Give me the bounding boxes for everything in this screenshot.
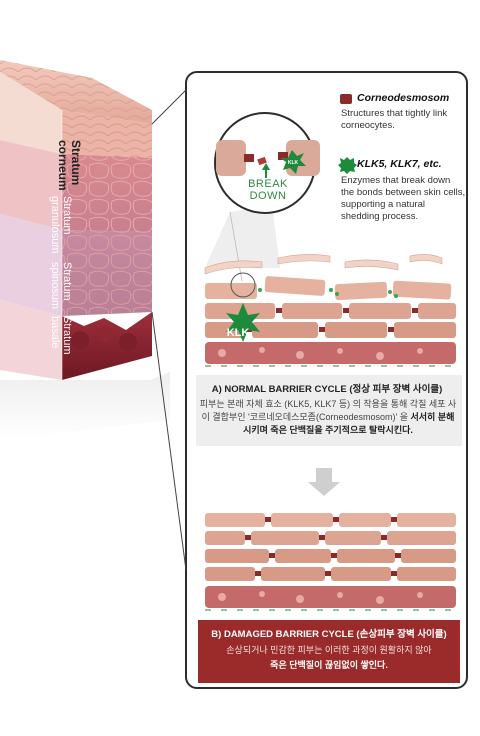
- granulosum-left-face: [0, 140, 62, 230]
- klk-star-label: KLK: [226, 327, 250, 339]
- normal-cycle-text-highlight: 서서히 분해시키며 죽은 단백질을 주기적으로 탈락시킨다.: [243, 412, 455, 435]
- corneum-left-face: [0, 72, 62, 154]
- klk-star: [226, 303, 260, 342]
- normal-cycle-caption: A) NORMAL BARRIER CYCLE (정상 피부 장벽 사이클): [211, 384, 443, 395]
- normal-cycle-text: 피부는 본래 자체 효소 (KLK5, KLK7 등) 의 작용을 통해 각질 …: [199, 398, 457, 437]
- normal-cycle-box: [196, 375, 462, 446]
- corneodesmosome-swatch: [340, 94, 352, 104]
- block-shadow: [0, 372, 170, 440]
- breakdown-label-line2: DOWN: [249, 190, 287, 202]
- klk-title: KLK5, KLK7, etc.: [357, 158, 442, 170]
- damaged-cycle-text-line2: 죽은 단백질이 끊임없이 쌓인다.: [270, 660, 388, 670]
- zoom-target-circle: [230, 272, 256, 298]
- damaged-barrier-diagram: [205, 513, 456, 611]
- damaged-cycle-caption: B) DAMAGED BARRIER CYCLE (손상피부 장벽 사이클): [211, 629, 447, 640]
- basale-left-face: [0, 300, 62, 380]
- klk-dots: [258, 288, 398, 298]
- normal-barrier-diagram: [204, 254, 456, 367]
- living-layer: [205, 342, 456, 364]
- zoom-klk-badge-text: KLK: [288, 160, 299, 166]
- damaged-cycle-text-line1: 손상되거나 민감한 피부는 이러한 과정이 원활하지 않아: [226, 645, 432, 655]
- zoom-cell-left: [216, 140, 246, 176]
- connector-line-top: [151, 89, 187, 125]
- normal-cycle-text-main: 피부는 본래 자체 효소 (KLK5, KLK7 등) 의 작용을 통해 각질 …: [199, 399, 457, 422]
- breakdown-label-line1: BREAK: [248, 178, 288, 190]
- damaged-cycle-box: [198, 620, 460, 683]
- shedding-flake: [204, 260, 263, 275]
- klk-description: Enzymes that break down the bonds betwee…: [341, 175, 466, 222]
- corneodesmosome-description: Structures that tightly link corneocytes…: [341, 108, 448, 131]
- transition-arrow: [308, 468, 340, 496]
- legend-klk-badge: [338, 157, 357, 174]
- basale-right-face: [62, 312, 152, 380]
- spinosum-left-face: [0, 214, 62, 316]
- corneocyte: [205, 283, 257, 299]
- skin-cross-section: [0, 60, 170, 440]
- corneodesmosome-title: Corneodesmosom: [357, 92, 450, 104]
- zoom-klk-badge: [280, 150, 306, 174]
- zoom-desmosome-fragment: [244, 154, 254, 162]
- zoom-funnel: [205, 205, 280, 268]
- connector-line-bottom: [151, 311, 187, 571]
